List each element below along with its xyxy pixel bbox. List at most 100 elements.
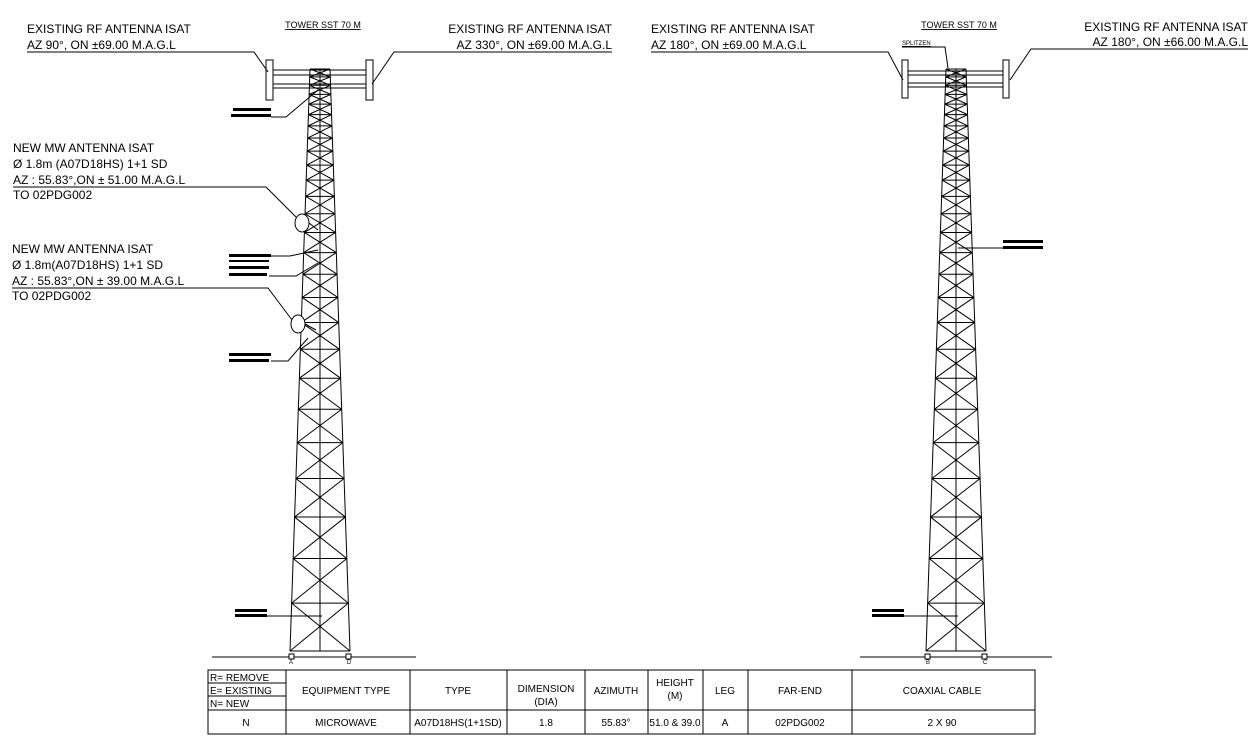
tower-brace <box>299 348 340 379</box>
tower-brace <box>941 164 970 181</box>
tower-brace <box>296 408 342 444</box>
legend-existing: E= EXISTING <box>210 686 272 697</box>
left-tower-elevation: TOWER SST 70 M EXISTING RF ANTENNA ISAT … <box>12 20 613 666</box>
header-height: HEIGHT(M) <box>656 678 694 702</box>
header-leg: LEG <box>715 686 735 697</box>
tower-brace <box>940 213 972 233</box>
leg-b-label: B <box>926 660 930 666</box>
left-rf-label-west: EXISTING RF ANTENNA ISAT AZ 90°, ON ±69.… <box>27 22 269 73</box>
tower-brace <box>308 84 331 95</box>
right-rf-label-west: EXISTING RF ANTENNA ISAT AZ 180°, ON ±69… <box>651 22 904 81</box>
left-mw-dish-lower <box>290 314 317 334</box>
tower-brace <box>936 322 975 350</box>
tower-brace <box>292 558 349 604</box>
tower-leg <box>289 68 311 652</box>
mw-lower-line1: NEW MW ANTENNA ISAT <box>12 242 154 256</box>
tower-brace <box>945 68 967 78</box>
tower-brace <box>296 442 345 479</box>
mw-upper-line1: NEW MW ANTENNA ISAT <box>13 141 155 155</box>
tower-brace <box>942 150 970 166</box>
header-azimuth: AZIMUTH <box>594 686 638 697</box>
tower-brace <box>302 252 337 275</box>
equipment-table-text: R= REMOVE E= EXISTING N= NEW EQUIPMENT T… <box>210 673 982 729</box>
tower-brace <box>932 408 978 444</box>
leg-d-label: D <box>347 660 352 666</box>
tower-brace <box>294 516 348 559</box>
cell-leg: A <box>722 718 729 729</box>
tower-brace <box>306 137 333 152</box>
tower-brace <box>299 377 342 410</box>
tower-brace <box>295 478 346 518</box>
tower-brace <box>300 322 339 350</box>
left-rf-label-east: EXISTING RF ANTENNA ISAT AZ 330°, ON ±69… <box>371 22 613 85</box>
tower-brace <box>940 195 971 215</box>
mw-lower-line2: Ø 1.8m(A07D18HS) 1+1 SD <box>12 258 163 272</box>
header-type: TYPE <box>445 686 471 697</box>
tower-brace <box>301 273 338 298</box>
tower-brace <box>294 478 345 518</box>
tower-brace <box>945 76 967 86</box>
tower-brace <box>942 137 969 152</box>
legend-new: N= NEW <box>210 699 250 710</box>
tower-brace <box>939 232 972 254</box>
left-rf-antenna-b <box>365 59 374 101</box>
cell-far-end: 02PDG002 <box>775 718 825 729</box>
left-rf-east-line2: AZ 330°, ON ±69.00 M.A.G.L <box>457 38 613 52</box>
tower-brace <box>941 179 971 197</box>
tower-brace <box>927 558 984 604</box>
right-rf-label-east: EXISTING RF ANTENNA ISAT AZ 180°, ON ±66… <box>1009 20 1249 81</box>
tower-brace <box>931 478 982 518</box>
tower-brace <box>935 348 976 379</box>
left-annotation-tags <box>229 108 271 617</box>
tower-brace <box>925 602 985 652</box>
splitter-label: SPLITZEN <box>902 41 931 47</box>
tower-brace <box>305 179 335 197</box>
tower-brace <box>304 195 335 215</box>
tower-brace <box>307 114 332 127</box>
right-rf-antenna-b <box>1002 59 1010 99</box>
tower-brace <box>930 516 984 559</box>
tower-brace <box>291 602 351 652</box>
tower-brace <box>295 442 344 479</box>
tower-brace <box>937 297 975 323</box>
mw-upper-line4: TO 02PDG002 <box>13 188 92 202</box>
tower-brace <box>944 93 968 105</box>
right-rf-west-line1: EXISTING RF ANTENNA ISAT <box>651 22 815 36</box>
header-coaxial-cable: COAXIAL CABLE <box>903 686 982 697</box>
tower-brace <box>934 408 980 444</box>
tower-leg <box>329 68 351 652</box>
cell-azimuth: 55.83° <box>601 718 630 729</box>
right-tower-elevation: TOWER SST 70 M SPLITZEN EXISTING RF ANTE… <box>651 20 1249 666</box>
tower-brace <box>307 125 333 139</box>
tower-brace <box>304 213 336 233</box>
tower-brace <box>932 442 981 479</box>
cell-type: A07D18HS(1+1SD) <box>414 718 502 729</box>
tower-brace <box>298 408 344 444</box>
cell-equipment-type: MICROWAVE <box>315 718 377 729</box>
cell-dimension: 1.8 <box>539 718 553 729</box>
left-rf-west-line1: EXISTING RF ANTENNA ISAT <box>27 22 191 36</box>
tower-brace <box>944 103 968 116</box>
left-rf-antenna-a <box>265 59 274 101</box>
tower-brace <box>292 516 346 559</box>
tower-brace <box>943 114 968 127</box>
mw-upper-line2: Ø 1.8m (A07D18HS) 1+1 SD <box>13 157 168 171</box>
leg-c-label: C <box>983 660 988 666</box>
tower-brace <box>301 297 339 323</box>
tower-brace <box>937 273 974 298</box>
cell-height: 51.0 & 39.0 <box>649 718 701 729</box>
tower-brace <box>936 348 977 379</box>
cell-coaxial-cable: 2 X 90 <box>928 718 957 729</box>
right-antenna-head-frame <box>901 59 1010 99</box>
tower-brace <box>938 252 973 275</box>
header-far-end: FAR-END <box>778 686 822 697</box>
header-equipment-type: EQUIPMENT TYPE <box>302 686 390 697</box>
mw-upper-line3: AZ : 55.83°,ON ± 51.00 M.A.G.L <box>13 173 185 187</box>
tower-brace <box>928 558 985 604</box>
right-rf-west-line2: AZ 180°, ON ±69.00 M.A.G.L <box>651 38 807 52</box>
mw-lower-line4: TO 02PDG002 <box>12 289 91 303</box>
tower-leg <box>965 68 987 652</box>
leg-a-label: A <box>289 660 293 666</box>
tower-brace <box>934 377 977 410</box>
